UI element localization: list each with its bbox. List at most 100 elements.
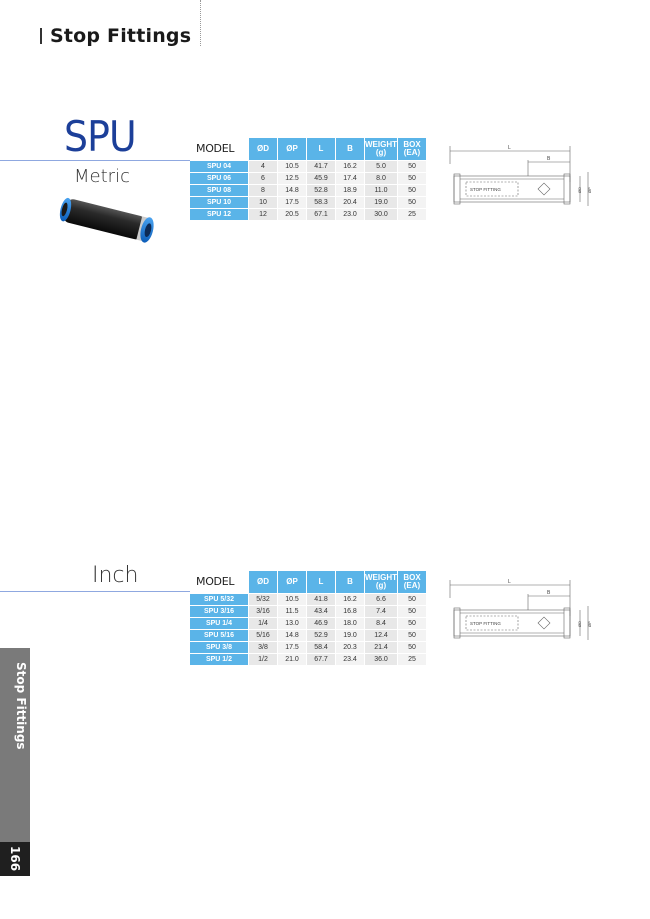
table-cell: 14.8 — [278, 185, 306, 196]
table-cell: 5/32 — [249, 594, 277, 605]
dim-b-label: B — [547, 156, 551, 162]
table-row: SPU 06 6 12.5 45.9 17.4 8.0 50 — [190, 173, 426, 184]
table-row: SPU 3/16 3/16 11.5 43.4 16.8 7.4 50 — [190, 606, 426, 617]
model-cell: SPU 1/2 — [190, 654, 248, 665]
table-cell: 6.6 — [365, 594, 397, 605]
table-cell: 12 — [249, 209, 277, 220]
model-cell: SPU 3/16 — [190, 606, 248, 617]
model-cell: SPU 08 — [190, 185, 248, 196]
dim-l-label: L — [508, 145, 511, 151]
table-row: SPU 1/4 1/4 13.0 46.9 18.0 8.4 50 — [190, 618, 426, 629]
column-header: ØP — [278, 138, 306, 160]
table-cell: 67.7 — [307, 654, 335, 665]
model-cell: SPU 12 — [190, 209, 248, 220]
table-header-row: MODEL ØD ØP L B WEIGHT (g) BOX (EA) — [190, 571, 426, 593]
table-row: SPU 1/2 1/2 21.0 67.7 23.4 36.0 25 — [190, 654, 426, 665]
model-cell: SPU 5/16 — [190, 630, 248, 641]
table-cell: 8 — [249, 185, 277, 196]
table-row: SPU 5/16 5/16 14.8 52.9 19.0 12.4 50 — [190, 630, 426, 641]
table-cell: 10 — [249, 197, 277, 208]
table-cell: 20.5 — [278, 209, 306, 220]
part-label: STOP FITTING — [470, 187, 501, 192]
header-bar — [40, 28, 42, 44]
table-cell: 12.5 — [278, 173, 306, 184]
table-cell: 11.0 — [365, 185, 397, 196]
table-cell: 1/2 — [249, 654, 277, 665]
table-cell: 19.0 — [336, 630, 364, 641]
table-cell: 20.3 — [336, 642, 364, 653]
table-cell: 30.0 — [365, 209, 397, 220]
model-cell: SPU 5/32 — [190, 594, 248, 605]
series-title: SPU — [64, 112, 137, 161]
table-cell: 52.8 — [307, 185, 335, 196]
table-cell: 6 — [249, 173, 277, 184]
column-header: B — [336, 138, 364, 160]
table-cell: 58.3 — [307, 197, 335, 208]
table-cell: 25 — [398, 654, 426, 665]
table-cell: 16.8 — [336, 606, 364, 617]
dim-l-label: L — [508, 579, 511, 585]
table-cell: 50 — [398, 185, 426, 196]
table-cell: 8.0 — [365, 173, 397, 184]
metric-dimension-drawing: L B STOP FITTING ØD ØP — [449, 145, 592, 206]
table-cell: 1/4 — [249, 618, 277, 629]
model-cell: SPU 06 — [190, 173, 248, 184]
table-cell: 7.4 — [365, 606, 397, 617]
table-cell: 12.4 — [365, 630, 397, 641]
page-number: 166 — [0, 842, 30, 876]
product-photo — [59, 197, 154, 243]
table-row: SPU 5/32 5/32 10.5 41.8 16.2 6.6 50 — [190, 594, 426, 605]
side-tab — [0, 648, 30, 876]
table-cell: 52.9 — [307, 630, 335, 641]
table-row: SPU 3/8 3/8 17.5 58.4 20.3 21.4 50 — [190, 642, 426, 653]
table-row: SPU 04 4 10.5 41.7 16.2 5.0 50 — [190, 161, 426, 172]
table-cell: 36.0 — [365, 654, 397, 665]
table-row: SPU 12 12 20.5 67.1 23.0 30.0 25 — [190, 209, 426, 220]
table-cell: 17.5 — [278, 642, 306, 653]
table-cell: 3/8 — [249, 642, 277, 653]
side-tab-label: Stop Fittings — [14, 662, 28, 750]
column-header: ØP — [278, 571, 306, 593]
table-cell: 5/16 — [249, 630, 277, 641]
column-header: B — [336, 571, 364, 593]
table-cell: 18.0 — [336, 618, 364, 629]
table-cell: 19.0 — [365, 197, 397, 208]
table-cell: 16.2 — [336, 161, 364, 172]
inch-spec-table: MODEL ØD ØP L B WEIGHT (g) BOX (EA) SPU … — [189, 570, 427, 666]
table-cell: 50 — [398, 161, 426, 172]
table-row: SPU 08 8 14.8 52.8 18.9 11.0 50 — [190, 185, 426, 196]
column-header: MODEL — [190, 571, 248, 593]
dim-d-label: ØD — [577, 621, 582, 627]
model-cell: SPU 10 — [190, 197, 248, 208]
model-cell: SPU 1/4 — [190, 618, 248, 629]
table-cell: 20.4 — [336, 197, 364, 208]
table-cell: 43.4 — [307, 606, 335, 617]
table-cell: 13.0 — [278, 618, 306, 629]
table-cell: 50 — [398, 642, 426, 653]
table-header-row: MODEL ØD ØP L B WEIGHT (g) BOX (EA) — [190, 138, 426, 160]
table-cell: 11.5 — [278, 606, 306, 617]
dim-d-label: ØD — [577, 187, 582, 193]
table-cell: 4 — [249, 161, 277, 172]
table-cell: 58.4 — [307, 642, 335, 653]
table-cell: 16.2 — [336, 594, 364, 605]
page-header: Stop Fittings — [40, 24, 191, 48]
table-cell: 3/16 — [249, 606, 277, 617]
table-cell: 45.9 — [307, 173, 335, 184]
table-cell: 23.4 — [336, 654, 364, 665]
table-cell: 10.5 — [278, 594, 306, 605]
part-label: STOP FITTING — [470, 621, 501, 626]
column-header: BOX (EA) — [398, 138, 426, 160]
metric-section-rule — [0, 160, 190, 161]
column-header: L — [307, 138, 335, 160]
model-cell: SPU 04 — [190, 161, 248, 172]
metric-label: Metric — [74, 166, 130, 187]
dim-b-label: B — [547, 590, 551, 596]
column-header: WEIGHT (g) — [365, 571, 397, 593]
table-cell: 10.5 — [278, 161, 306, 172]
table-cell: 17.5 — [278, 197, 306, 208]
table-cell: 67.1 — [307, 209, 335, 220]
column-header: L — [307, 571, 335, 593]
column-header: MODEL — [190, 138, 248, 160]
table-cell: 50 — [398, 173, 426, 184]
